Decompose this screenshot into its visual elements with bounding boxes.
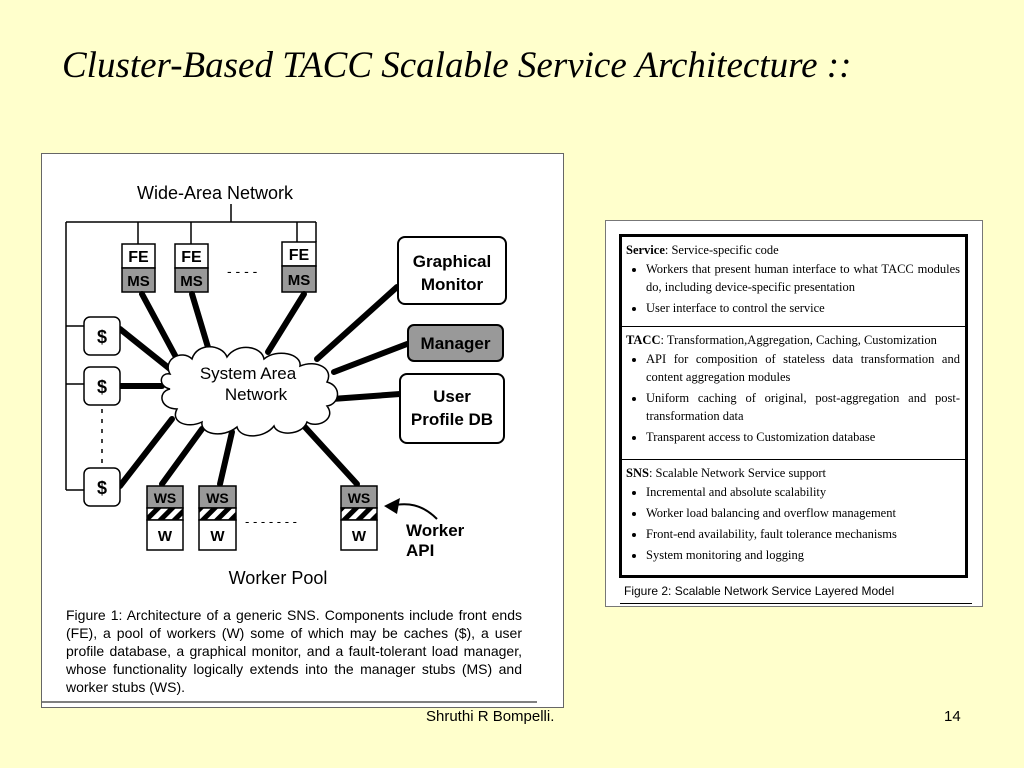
list-item: User interface to control the service	[646, 299, 960, 320]
san-links	[117, 284, 410, 489]
svg-text:Graphical: Graphical	[413, 252, 491, 271]
tacc-layer: TACC: Transformation,Aggregation, Cachin…	[622, 326, 965, 459]
footer-author: Shruthi R Bompelli.	[426, 708, 555, 725]
fe-ms-node-2: FE MS	[174, 243, 209, 293]
san-label-line2: Network	[225, 385, 288, 404]
worker-node-3: WS W	[340, 485, 378, 551]
figure-2-layered-model: Service: Service-specific code Workers t…	[605, 220, 983, 607]
svg-text:W: W	[158, 528, 173, 545]
figure-1-architecture: Wide-Area Network FE MS FE MS FE MS	[41, 153, 564, 708]
svg-text:Manager: Manager	[421, 334, 491, 353]
svg-text:Profile DB: Profile DB	[411, 410, 493, 429]
svg-text:WS: WS	[348, 490, 371, 506]
svg-text:W: W	[210, 528, 225, 545]
svg-text:$: $	[97, 327, 107, 347]
graphical-monitor-box: Graphical Monitor	[397, 236, 507, 305]
svg-text:$: $	[97, 377, 107, 397]
fe-label: FE	[289, 247, 310, 264]
worker-node-2: WS W	[198, 485, 237, 551]
worker-api-line2: API	[406, 541, 434, 560]
fe-ms-node-1: FE MS	[121, 243, 156, 293]
list-item: Front-end availability, fault tolerance …	[646, 525, 960, 546]
worker-node-1: WS W	[146, 485, 184, 551]
list-item: Uniform caching of original, post-aggreg…	[646, 389, 960, 428]
worker-api-line1: Worker	[406, 521, 465, 540]
ms-label: MS	[127, 273, 150, 290]
fe-label: FE	[181, 249, 202, 266]
architecture-diagram: Wide-Area Network FE MS FE MS FE MS	[42, 183, 537, 703]
svg-text:User: User	[433, 387, 471, 406]
figure-1-caption: Figure 1: Architecture of a generic SNS.…	[66, 607, 522, 695]
fe-ellipsis: - - - -	[227, 263, 258, 279]
worker-ellipsis: - - - - - - -	[245, 514, 297, 529]
svg-text:WS: WS	[206, 490, 229, 506]
svg-text:$: $	[97, 478, 107, 498]
list-item: API for composition of stateless data tr…	[646, 350, 960, 389]
slide-title: Cluster-Based TACC Scalable Service Arch…	[62, 45, 852, 86]
wan-label: Wide-Area Network	[137, 183, 294, 203]
caption-rule	[620, 603, 972, 604]
fe-ms-node-3: FE MS	[281, 241, 317, 293]
cache-node-3: $	[83, 467, 121, 507]
page-number: 14	[944, 708, 961, 725]
list-item: Incremental and absolute scalability	[646, 483, 960, 504]
fe-label: FE	[128, 249, 149, 266]
service-layer: Service: Service-specific code Workers t…	[622, 237, 965, 326]
svg-text:W: W	[352, 528, 367, 545]
svg-text:WS: WS	[154, 490, 177, 506]
worker-pool-label: Worker Pool	[229, 568, 328, 588]
figure-2-caption: Figure 2: Scalable Network Service Layer…	[624, 584, 895, 598]
layered-model-box: Service: Service-specific code Workers t…	[619, 234, 968, 578]
svg-text:Monitor: Monitor	[421, 275, 484, 294]
ms-label: MS	[180, 273, 203, 290]
list-item: Worker load balancing and overflow manag…	[646, 504, 960, 525]
user-profile-db-box: User Profile DB	[399, 373, 505, 444]
list-item: Workers that present human interface to …	[646, 260, 960, 299]
cache-node-1: $	[83, 316, 121, 356]
system-area-network-cloud	[160, 346, 339, 437]
cache-node-2: $	[83, 366, 121, 406]
san-label-line1: System Area	[200, 364, 297, 383]
list-item: System monitoring and logging	[646, 546, 960, 567]
ms-label: MS	[288, 272, 311, 289]
manager-box: Manager	[407, 324, 504, 362]
list-item: Transparent access to Customization data…	[646, 428, 960, 449]
sns-layer: SNS: Scalable Network Service support In…	[622, 459, 965, 575]
